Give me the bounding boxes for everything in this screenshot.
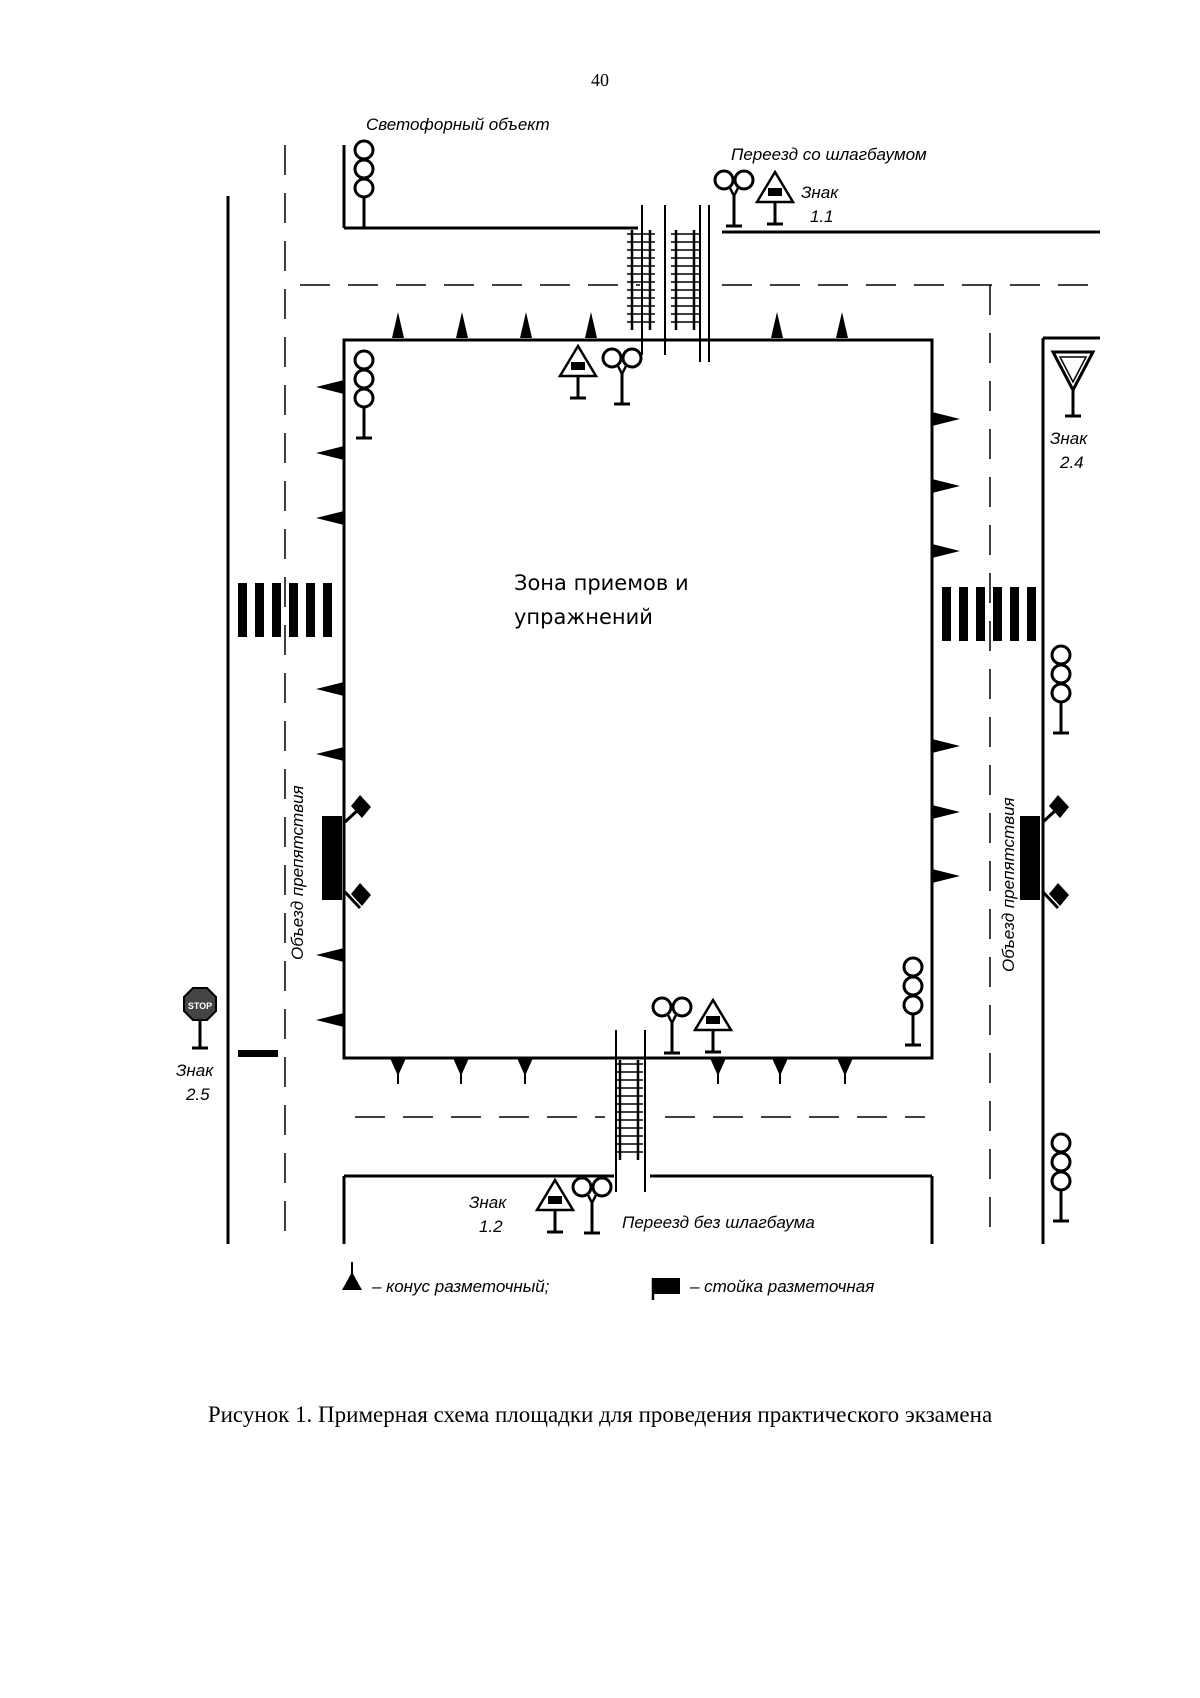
- label-crossing-with-barrier: Переезд со шлагбаумом: [731, 145, 927, 164]
- yield-sign-icon: [1050, 350, 1096, 418]
- exam-site-diagram: STOP Светофорный объект Переезд со шлагб…: [176, 115, 1100, 1300]
- page-number: 40: [591, 70, 609, 90]
- legend: – конус разметочный; – стойка разметочна…: [342, 1262, 874, 1300]
- figure-caption: Рисунок 1. Примерная схема площадки для …: [207, 1402, 993, 1427]
- cones-top: [392, 312, 848, 338]
- label-sign-1-1: 1.1: [810, 207, 834, 226]
- legend-cone-label: – конус разметочный;: [371, 1277, 550, 1296]
- stop-line: [238, 1050, 278, 1057]
- label-sign-word: Знак: [469, 1193, 507, 1212]
- crosswalk-icon-right: [942, 587, 1036, 641]
- road-edges: [226, 145, 1100, 1244]
- dashed-lane-lines: [284, 145, 1100, 1240]
- label-detour-left: Объезд препятствия: [288, 785, 307, 960]
- label-crossing-without-barrier: Переезд без шлагбаума: [622, 1213, 815, 1232]
- label-sign-word: Знак: [801, 183, 839, 202]
- label-sign-word: Знак: [176, 1061, 214, 1080]
- stop-sign-icon: STOP: [183, 987, 217, 1050]
- cones-left: [316, 380, 344, 1027]
- label-sign-2-4: 2.4: [1059, 453, 1084, 472]
- zone-title-line2: упражнений: [514, 605, 653, 629]
- label-traffic-light-object: Светофорный объект: [366, 115, 550, 134]
- svg-text:STOP: STOP: [188, 1001, 212, 1011]
- rail-track-icon-bottom: [613, 1058, 645, 1162]
- label-detour-right: Объезд препятствия: [999, 797, 1018, 972]
- cones-right: [932, 412, 960, 883]
- obstacle-left: [322, 795, 371, 910]
- rail-track-icon: [625, 228, 701, 332]
- legend-post-label: – стойка разметочная: [689, 1277, 874, 1296]
- marker-post-icon: [651, 1278, 680, 1300]
- obstacle-right: [1020, 795, 1069, 910]
- crosswalk-icon: [238, 583, 332, 637]
- label-sign-word: Знак: [1050, 429, 1088, 448]
- zone-title-line1: Зона приемов и: [514, 571, 689, 595]
- label-sign-2-5: 2.5: [185, 1085, 210, 1104]
- exercise-zone: [342, 338, 934, 1060]
- railway-signal-icon: [571, 169, 755, 1235]
- cone-icon: [342, 1262, 362, 1290]
- label-sign-1-2: 1.2: [479, 1217, 503, 1236]
